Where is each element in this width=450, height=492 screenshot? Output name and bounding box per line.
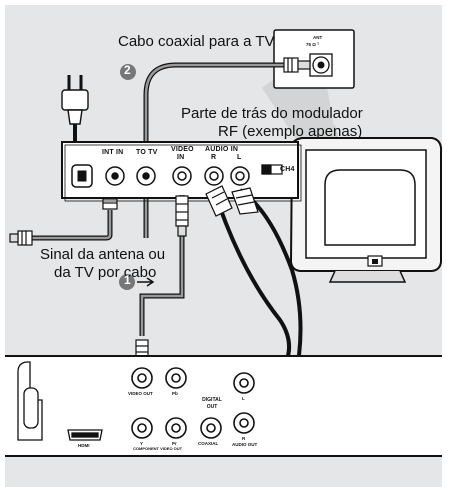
rf-modulator-label-line1: Parte de trás do modulador [181, 105, 363, 122]
to-tv-label: TO TV [136, 149, 158, 156]
l-label: L [242, 396, 245, 401]
y-label: Y [140, 441, 144, 446]
antenna-cable-lower [32, 210, 113, 241]
audio-r-label: R [211, 154, 217, 161]
step-1-badge [119, 274, 135, 290]
coaxial-label: COAXIAL [198, 441, 219, 446]
audio-in-label: AUDIO IN [205, 146, 239, 153]
antenna-cable-lower-inner [32, 210, 112, 240]
component-label: COMPONENT VIDEO OUT [133, 446, 183, 451]
tv-ohm-label: 75 Ω ᵀ [306, 42, 320, 47]
channel-switch [261, 164, 283, 175]
coax-cable-to-tv-inner [144, 63, 286, 238]
audio-l-label: L [237, 154, 242, 161]
step-2-number: 2 [124, 63, 131, 77]
coax-plug-tv [283, 57, 311, 73]
r-label: R [242, 436, 246, 441]
power-plug-icon [61, 75, 89, 125]
antenna-plug-left [9, 230, 33, 246]
channel-label: CH4 [280, 166, 295, 173]
video-in-label: IN [177, 154, 185, 161]
step-1-arrow [137, 277, 155, 287]
int-in-label: INT IN [102, 149, 124, 156]
antenna-label-line1: Sinal da antena ou [40, 246, 166, 263]
antenna-label-line2: da TV por cabo [54, 264, 157, 281]
audio-plug-l-top [231, 187, 259, 215]
video-label: VIDEO [171, 146, 194, 153]
audio-cable-r [212, 189, 292, 380]
step-1-number: 1 [124, 273, 131, 287]
modulator-jacks [105, 166, 250, 186]
tv-set-icon [289, 137, 443, 283]
rf-modulator-label-line2: RF (exemplo apenas) [218, 123, 363, 140]
coax-cable-label: Cabo coaxial para a TV [118, 33, 275, 50]
video-cable-inner [140, 195, 184, 336]
audio-plug-r-top [205, 185, 233, 217]
digital-out-label: DIGITAL OUT [202, 397, 222, 410]
tv-ant-label: ANT [313, 35, 323, 40]
audio-out-label: AUDIO OUT [232, 442, 258, 447]
step-2-badge [120, 64, 136, 80]
player-jacks [131, 367, 255, 439]
video-plug-top [175, 195, 189, 237]
video-out-label: VIDEO OUT [128, 391, 153, 396]
hdmi-label: HDMI [78, 443, 90, 448]
hdmi-port-icon [67, 429, 103, 441]
pr-label: Pr [172, 441, 177, 446]
pb-label: Pb [172, 391, 178, 396]
